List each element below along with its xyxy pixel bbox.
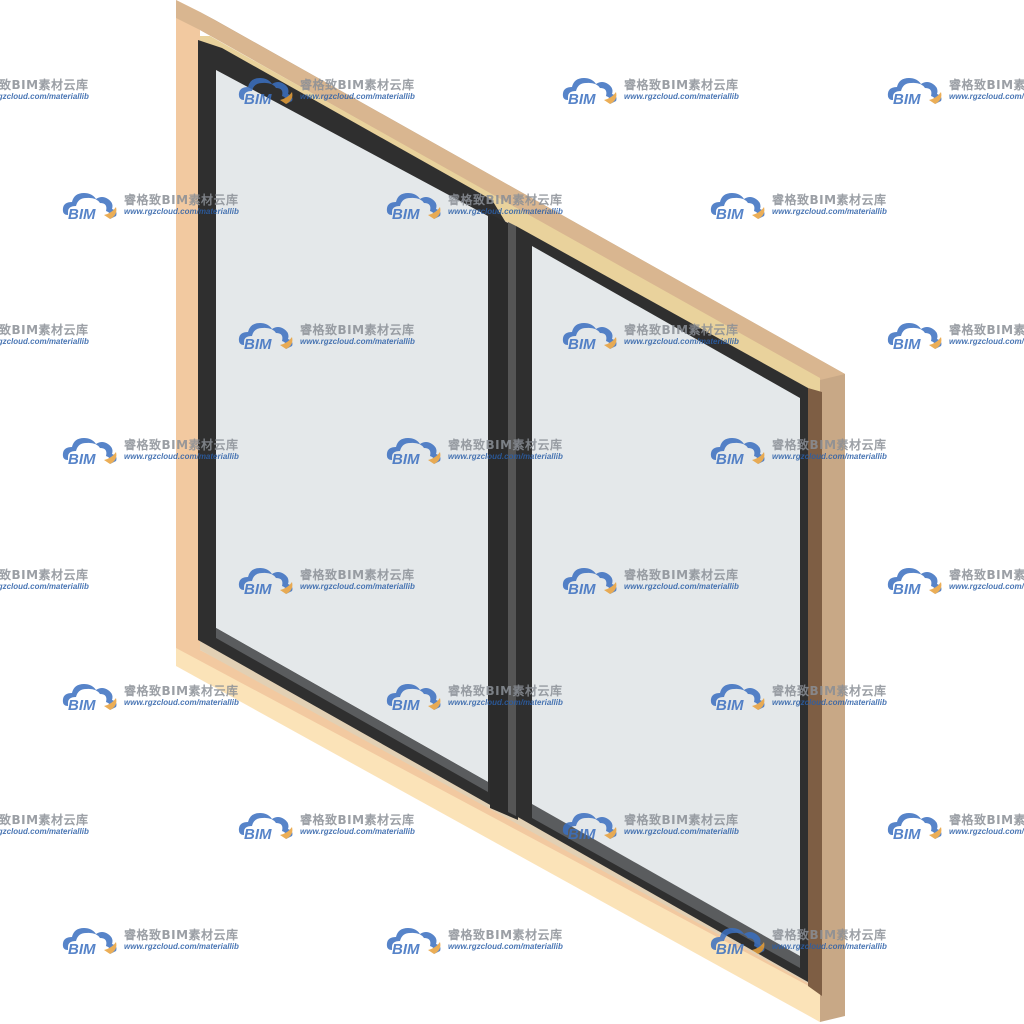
frame-front <box>176 0 820 1022</box>
frame-sill <box>176 648 820 1022</box>
right-jamb <box>808 388 822 996</box>
left-sash-bottom-rail <box>216 628 488 792</box>
right-sash-glass <box>532 246 800 962</box>
frame-top <box>176 0 845 380</box>
left-sash-glass <box>216 70 488 782</box>
